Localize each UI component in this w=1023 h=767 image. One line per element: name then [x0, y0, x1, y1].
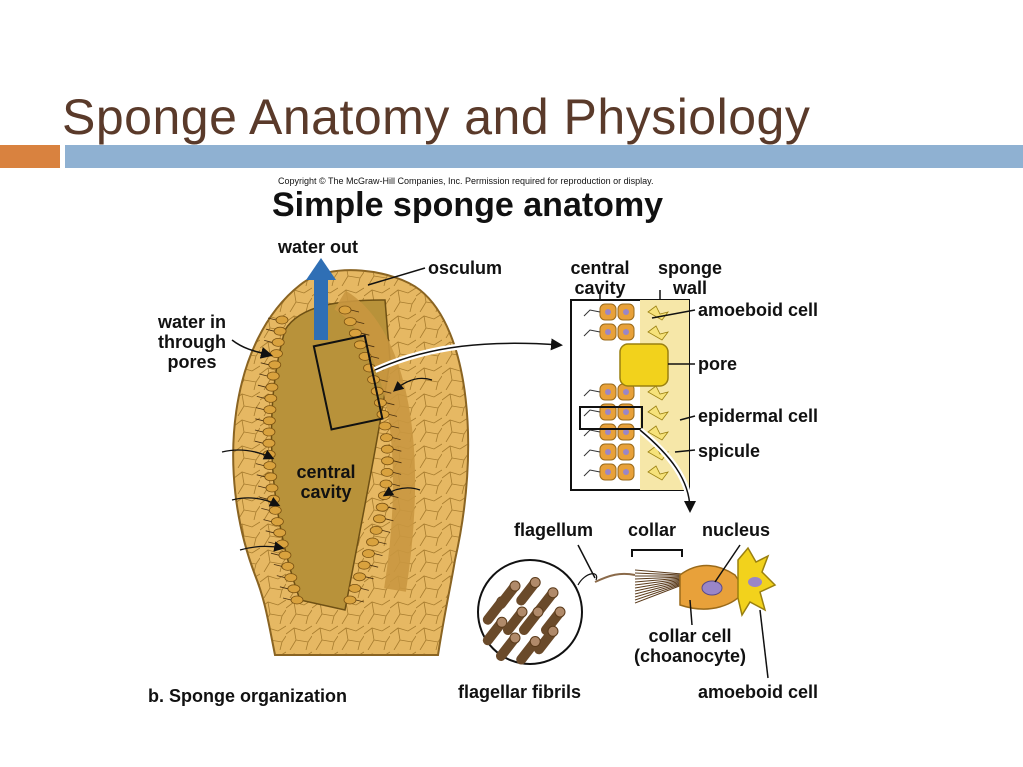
water-out-arrow — [306, 258, 336, 340]
title-accent-bar — [0, 145, 60, 168]
collar-bracket — [631, 549, 683, 557]
inset-zoom-box — [579, 406, 643, 430]
label-water-in: water in through pores — [146, 312, 238, 372]
label-collar-cell-line2: (choanocyte) — [633, 646, 747, 666]
label-central-cavity-line2: cavity — [300, 482, 352, 502]
sponge-body — [221, 269, 470, 656]
sponge-wall-inset — [570, 299, 690, 491]
label-sponge-wall: sponge wall — [648, 258, 732, 298]
label-nucleus: nucleus — [702, 520, 771, 540]
label-water-in-line3: pores — [167, 352, 217, 372]
label-water-out: water out — [278, 237, 359, 257]
label-flagellar-fibrils: flagellar fibrils — [458, 682, 582, 702]
slide-title: Sponge Anatomy and Physiology — [62, 89, 811, 145]
collar-cell — [594, 546, 777, 617]
collar-microvilli — [634, 569, 683, 604]
label-water-in-line2: through — [158, 332, 226, 352]
title-underline-bar — [65, 145, 1023, 168]
label-sponge-wall-line2: wall — [672, 278, 707, 298]
label-amoeboid-cell-top: amoeboid cell — [698, 300, 819, 320]
label-central-cavity: central cavity — [286, 462, 366, 502]
label-inset-central-line1: central — [570, 258, 630, 278]
label-amoeboid-cell-bottom: amoeboid cell — [698, 682, 819, 702]
figure-copyright: Copyright © The McGraw-Hill Companies, I… — [278, 176, 654, 186]
label-collar-cell-line1: collar cell — [648, 626, 732, 646]
label-osculum: osculum — [428, 258, 503, 278]
label-collar-cell: collar cell (choanocyte) — [618, 626, 762, 666]
nucleus — [701, 580, 723, 596]
label-epidermal-cell: epidermal cell — [698, 406, 819, 426]
flagellum-line — [594, 572, 636, 583]
label-collar: collar — [628, 520, 677, 540]
water-in-arrows — [221, 377, 433, 552]
label-spicule: spicule — [698, 441, 761, 461]
label-flagellum: flagellum — [514, 520, 594, 540]
label-inset-central-line2: cavity — [574, 278, 626, 298]
label-central-cavity-line1: central — [296, 462, 356, 482]
zoom-arrow — [374, 338, 563, 371]
label-sponge-wall-line1: sponge — [657, 258, 722, 278]
figure-title: Simple sponge anatomy — [272, 186, 664, 224]
zoom-box — [312, 334, 384, 431]
label-water-in-line1: water in — [157, 312, 227, 332]
figure-caption: b. Sponge organization — [148, 686, 347, 706]
flagellar-fibrils — [477, 559, 583, 665]
choanocyte-row-left — [254, 315, 304, 605]
label-inset-central-cavity: central cavity — [560, 258, 640, 298]
label-pore: pore — [698, 354, 738, 374]
pore-cell — [619, 343, 669, 387]
